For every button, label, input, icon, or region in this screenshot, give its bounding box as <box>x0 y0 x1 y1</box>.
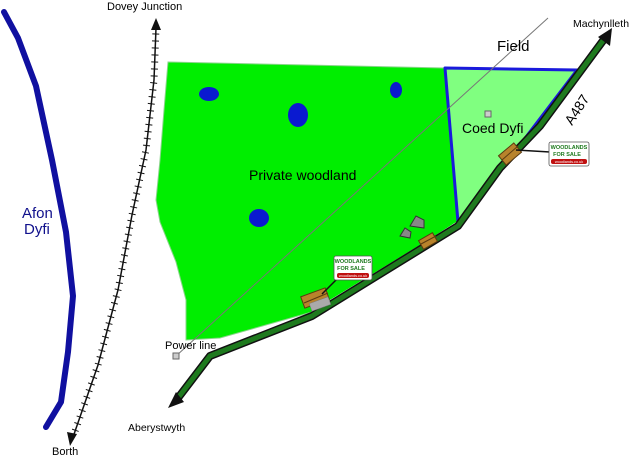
railway-tick <box>109 308 117 312</box>
railway-arrow-north <box>151 18 161 30</box>
railway-tick <box>78 408 86 413</box>
road-arrow-north <box>598 28 612 46</box>
railway-tick <box>112 295 120 298</box>
railway-tick <box>115 281 123 284</box>
sign-pointer <box>515 149 551 153</box>
railway-tick <box>96 355 104 359</box>
railway-tick <box>71 428 79 432</box>
label-borth: Borth <box>52 446 78 456</box>
label-dovey-junction: Dovey Junction <box>107 1 182 13</box>
railway-tick <box>142 144 151 147</box>
gate-icon <box>417 231 439 251</box>
railway-tick <box>98 349 106 352</box>
railway-tick <box>145 123 153 126</box>
railway-tick <box>122 247 130 250</box>
railway-tick <box>90 375 98 379</box>
river-afon-dyfi <box>1 9 76 430</box>
railway-tick <box>134 185 142 188</box>
label-machynlleth: Machynlleth <box>573 18 629 30</box>
railway-tick <box>143 137 151 140</box>
svg-text:FOR SALE: FOR SALE <box>337 266 365 272</box>
railway-tick <box>92 369 100 373</box>
railway-tick <box>138 164 147 168</box>
railway-arrow-south <box>67 432 77 446</box>
railway-tick <box>133 192 141 195</box>
power-line-pylon-south <box>172 352 180 360</box>
railway-tick <box>150 82 158 84</box>
railway-tick <box>127 219 135 223</box>
railway-tick <box>119 261 127 264</box>
gate-icon <box>497 142 523 166</box>
railway-tick <box>118 267 126 271</box>
label-river-afon: Afon <box>22 205 53 222</box>
svg-text:WOODLANDS: WOODLANDS <box>335 259 372 265</box>
railway-ticks <box>71 33 160 432</box>
railway-line <box>67 18 161 446</box>
power-line <box>175 17 549 357</box>
pond <box>390 82 402 98</box>
road-arrow-south <box>168 392 184 408</box>
railway-tick <box>107 315 115 319</box>
svg-text:woodlands.co.uk: woodlands.co.uk <box>339 274 367 278</box>
railway-tick <box>120 254 129 257</box>
railway-tick <box>136 178 144 182</box>
railway-tick <box>148 95 156 98</box>
railway-tick <box>144 130 152 133</box>
railway-tick <box>141 151 149 154</box>
for-sale-sign: WOODLANDS FOR SALE woodlands.co.uk <box>548 141 590 167</box>
road-a487 <box>176 36 608 400</box>
power-line-pylon-north <box>484 110 492 118</box>
pond <box>199 87 219 101</box>
railway-tick <box>128 212 136 216</box>
railway-tick <box>87 382 95 386</box>
railway-tick <box>100 342 108 346</box>
railway-tick <box>126 226 134 229</box>
railway-tick <box>131 199 139 202</box>
railway-tick <box>110 301 118 305</box>
railway-tick <box>130 205 138 209</box>
railway-tick <box>137 171 145 175</box>
railway-tick <box>105 322 113 325</box>
railway-tick <box>76 415 84 419</box>
label-power-line: Power line <box>165 340 216 352</box>
shelter-icon <box>399 215 425 239</box>
svg-text:woodlands.co.uk: woodlands.co.uk <box>555 160 583 164</box>
svg-text:WOODLANDS: WOODLANDS <box>551 145 588 151</box>
railway-tick <box>147 102 155 105</box>
label-aberystwyth: Aberystwyth <box>128 422 185 434</box>
label-field: Field <box>497 38 530 55</box>
railway-tick <box>83 395 91 399</box>
railway-tick <box>94 362 102 366</box>
railway-tick <box>146 109 155 112</box>
for-sale-sign: WOODLANDS FOR SALE woodlands.co.uk <box>333 255 373 281</box>
railway-tick <box>149 89 157 91</box>
railway-tick <box>101 335 109 339</box>
pond <box>288 103 308 127</box>
railway-tick <box>146 116 154 119</box>
pond <box>249 209 269 227</box>
railway-tick <box>140 158 148 161</box>
railway-tick <box>114 288 122 292</box>
label-coed-dyfi: Coed Dyfi <box>462 120 523 136</box>
railway-tick <box>74 422 82 426</box>
label-private-woodland: Private woodland <box>249 167 356 183</box>
railway-tick <box>123 240 131 243</box>
railway-tick <box>85 388 93 393</box>
svg-text:FOR SALE: FOR SALE <box>553 152 581 158</box>
railway-tick <box>103 328 111 332</box>
railway-tick <box>117 274 125 278</box>
railway-tick <box>81 402 89 406</box>
label-river-dyfi: Dyfi <box>24 221 50 238</box>
railway-tick <box>124 233 132 236</box>
